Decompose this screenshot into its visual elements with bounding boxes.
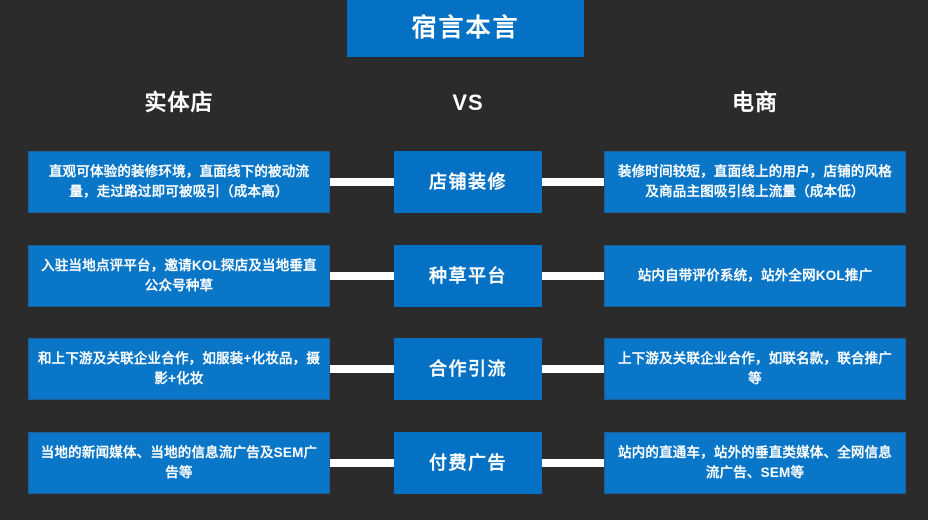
- row-left-text: 当地的新闻媒体、当地的信息流广告及SEM广告等: [40, 445, 318, 480]
- row-topic-label: 付费广告: [429, 453, 507, 473]
- row-right-text: 站内自带评价系统，站外全网KOL推广: [637, 268, 873, 283]
- comparison-row: 当地的新闻媒体、当地的信息流广告及SEM广告等 付费广告 站内的直通车，站外的垂…: [0, 432, 928, 494]
- connector-line-right: [542, 272, 604, 280]
- row-topic-box: 合作引流: [394, 338, 542, 400]
- column-header-physical-store: 实体店: [144, 90, 214, 115]
- column-header-vs: VS: [452, 90, 484, 115]
- row-topic-label: 种草平台: [429, 266, 507, 286]
- comparison-row: 入驻当地点评平台，邀请KOL探店及当地垂直公众号种草 种草平台 站内自带评价系统…: [0, 245, 928, 307]
- connector-line-right: [542, 178, 604, 186]
- row-right-box: 站内的直通车，站外的垂直类媒体、全网信息流广告、SEM等: [604, 432, 906, 494]
- row-right-box: 站内自带评价系统，站外全网KOL推广: [604, 245, 906, 307]
- row-topic-box: 店铺装修: [394, 151, 542, 213]
- row-right-box: 上下游及关联企业合作，如联名款，联合推广等: [604, 338, 906, 400]
- comparison-row: 和上下游及关联企业合作，如服装+化妆品，摄影+化妆 合作引流 上下游及关联企业合…: [0, 338, 928, 400]
- row-right-box: 装修时间较短，直面线上的用户，店铺的风格及商品主图吸引线上流量（成本低）: [604, 151, 906, 213]
- row-left-box: 当地的新闻媒体、当地的信息流广告及SEM广告等: [28, 432, 330, 494]
- row-left-box: 和上下游及关联企业合作，如服装+化妆品，摄影+化妆: [28, 338, 330, 400]
- row-left-box: 直观可体验的装修环境，直面线下的被动流量，走过路过即可被吸引（成本高）: [28, 151, 330, 213]
- row-topic-box: 付费广告: [394, 432, 542, 494]
- column-headers: 实体店 VS 电商: [0, 86, 928, 126]
- connector-line-left: [330, 178, 394, 186]
- row-left-text: 直观可体验的装修环境，直面线下的被动流量，走过路过即可被吸引（成本高）: [48, 164, 310, 199]
- row-left-text: 入驻当地点评平台，邀请KOL探店及当地垂直公众号种草: [41, 258, 317, 293]
- row-topic-label: 合作引流: [429, 359, 507, 379]
- connector-line-left: [330, 365, 394, 373]
- column-header-ecommerce: 电商: [731, 90, 778, 115]
- row-left-text: 和上下游及关联企业合作，如服装+化妆品，摄影+化妆: [37, 351, 321, 386]
- row-topic-label: 店铺装修: [429, 172, 507, 192]
- row-topic-box: 种草平台: [394, 245, 542, 307]
- row-right-text: 上下游及关联企业合作，如联名款，联合推广等: [618, 351, 892, 386]
- connector-line-left: [330, 459, 394, 467]
- comparison-row: 直观可体验的装修环境，直面线下的被动流量，走过路过即可被吸引（成本高） 店铺装修…: [0, 151, 928, 213]
- connector-line-right: [542, 365, 604, 373]
- connector-line-right: [542, 459, 604, 467]
- connector-line-left: [330, 272, 394, 280]
- row-right-text: 站内的直通车，站外的垂直类媒体、全网信息流广告、SEM等: [618, 445, 892, 480]
- slide-title: 宿言本言: [411, 14, 520, 42]
- row-right-text: 装修时间较短，直面线上的用户，店铺的风格及商品主图吸引线上流量（成本低）: [618, 164, 892, 199]
- slide-title-banner: 宿言本言: [347, 0, 584, 57]
- row-left-box: 入驻当地点评平台，邀请KOL探店及当地垂直公众号种草: [28, 245, 330, 307]
